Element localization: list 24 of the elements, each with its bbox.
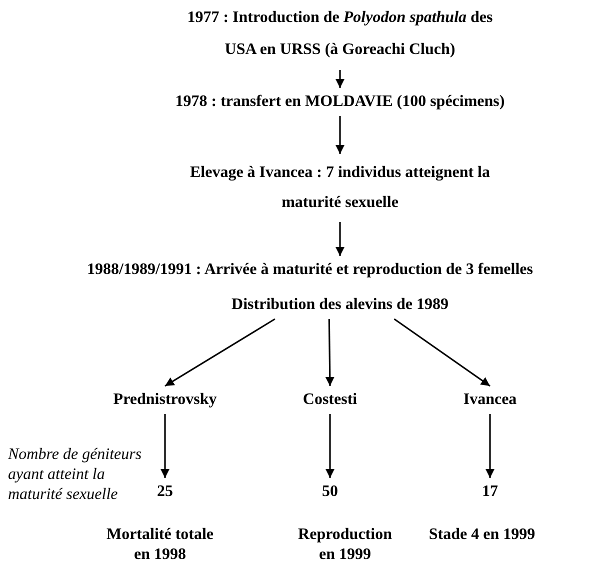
note-text: Nombre de géniteurs ayant atteint la maturité sexuelle xyxy=(8,445,143,505)
outcome-text: Reproduction en 1999 xyxy=(297,525,393,565)
flow-text: 1988/1989/1991 : Arrivée à maturité et reproduction de 3 femelles xyxy=(87,260,533,280)
arrow xyxy=(394,318,490,387)
arrow xyxy=(160,414,170,478)
flow-text: Distribution des alevins de 1989 xyxy=(232,295,448,315)
flow-text: 1978 : transfert en MOLDAVIE (100 spécimens) xyxy=(175,92,505,112)
arrow xyxy=(325,318,334,386)
flow-text: 25 xyxy=(157,482,173,502)
flow-text: Prednistrovsky xyxy=(113,390,217,410)
arrow xyxy=(326,414,334,478)
flow-text: 1977 : Introduction de Polyodon spathula des USA en URSS (à Goreachi Cluch) xyxy=(186,8,494,60)
arrow xyxy=(336,116,344,154)
arrow xyxy=(486,414,494,478)
flow-text: Costesti xyxy=(302,390,358,410)
flow-text: Elevage à Ivancea : 7 individus atteignent la maturité sexuelle xyxy=(188,163,491,213)
flow-text: Ivancea xyxy=(463,390,517,410)
outcome-text: Mortalité totale en 1998 xyxy=(105,525,215,565)
arrow xyxy=(336,70,344,88)
flow-text: 17 xyxy=(482,482,498,502)
arrow xyxy=(336,222,344,256)
arrow xyxy=(164,318,276,387)
outcome-text: Stade 4 en 1999 xyxy=(428,525,536,545)
flow-text: 50 xyxy=(322,482,338,502)
